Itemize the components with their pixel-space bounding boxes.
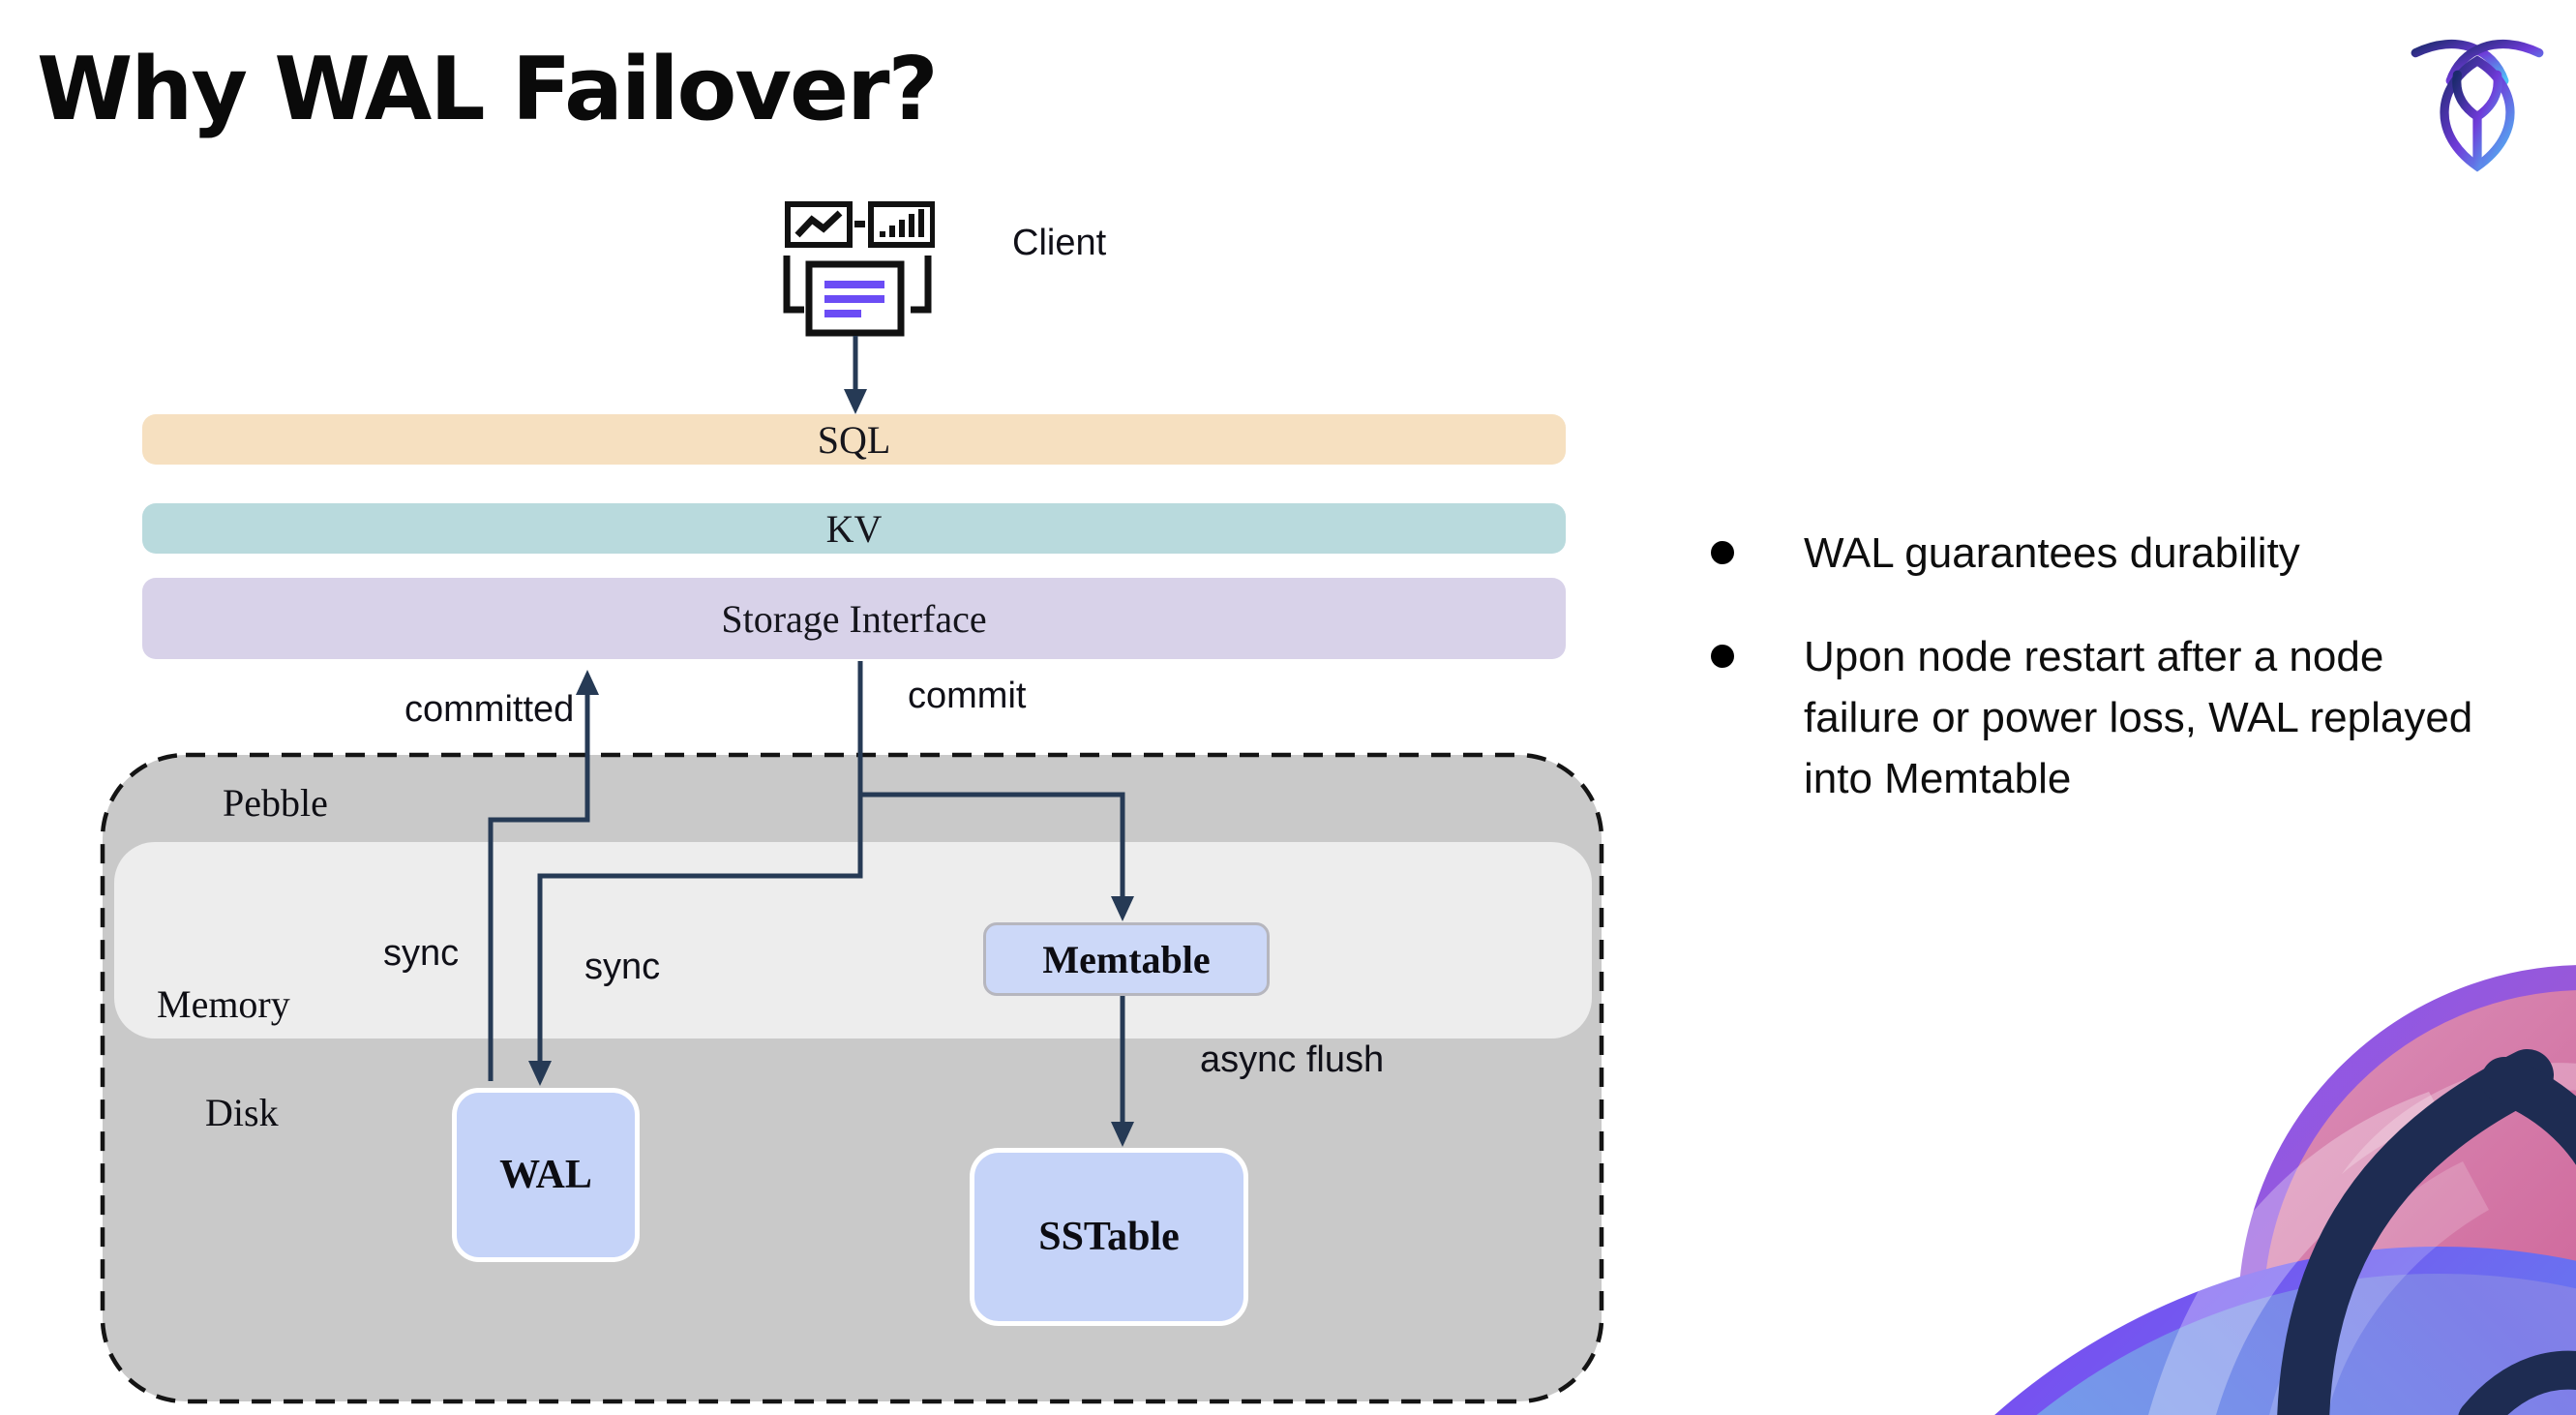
line-chart-icon — [785, 201, 853, 248]
wal-committed-arrow — [488, 670, 599, 1081]
pebble-label: Pebble — [223, 781, 328, 825]
bullet-text: WAL guarantees durability — [1804, 529, 2300, 577]
kv-layer-bar: KV — [142, 503, 1566, 554]
logo-veins — [2452, 70, 2502, 169]
dash-glyph — [854, 221, 865, 227]
roach-body-curves — [2277, 1049, 2576, 1415]
wal-label: WAL — [499, 1153, 592, 1197]
bullet-dot-icon — [1711, 645, 1734, 668]
commit-to-wal-arrow — [528, 661, 863, 1086]
brand-artwork — [1994, 965, 2576, 1415]
storage-interface-bar: Storage Interface — [142, 578, 1566, 659]
sstable-node: SSTable — [970, 1148, 1248, 1326]
client-label: Client — [1012, 223, 1107, 263]
storage-interface-label: Storage Interface — [721, 596, 987, 641]
commit-label: commit — [908, 676, 1027, 716]
committed-label: committed — [404, 689, 575, 730]
commit-to-memtable-arrow — [860, 792, 1134, 921]
antenna-left — [2411, 40, 2509, 86]
line-chart-glyph — [794, 210, 843, 238]
disk-label: Disk — [205, 1091, 279, 1134]
list-item: WAL guarantees durability — [1711, 523, 2485, 584]
bullet-text: Upon node restart after a node failure o… — [1804, 633, 2473, 802]
client-icon — [783, 201, 935, 337]
bullet-dot-icon — [1711, 541, 1734, 564]
sql-layer-label: SQL — [817, 417, 891, 462]
antenna-right — [2445, 40, 2544, 86]
document-lines — [824, 281, 884, 317]
bullet-list: WAL guarantees durability Upon node rest… — [1711, 523, 2485, 852]
bracket-icons — [783, 256, 932, 314]
sql-layer-bar: SQL — [142, 414, 1566, 465]
async-flush-label: async flush — [1200, 1039, 1385, 1080]
sstable-label: SSTable — [1038, 1215, 1180, 1259]
sync-left-label: sync — [383, 933, 460, 974]
memory-label: Memory — [157, 982, 290, 1026]
wal-node: WAL — [452, 1088, 640, 1262]
page-title: Why WAL Failover? — [37, 39, 939, 140]
memtable-label: Memtable — [1042, 937, 1211, 981]
memtable-node: Memtable — [983, 922, 1270, 996]
bar-chart-glyph — [880, 209, 924, 237]
kv-layer-label: KV — [825, 506, 883, 551]
brand-circles — [1994, 965, 2576, 1415]
sync-right-label: sync — [584, 947, 661, 987]
list-item: Upon node restart after a node failure o… — [1711, 626, 2485, 809]
cockroachdb-logo-icon — [2411, 40, 2544, 172]
